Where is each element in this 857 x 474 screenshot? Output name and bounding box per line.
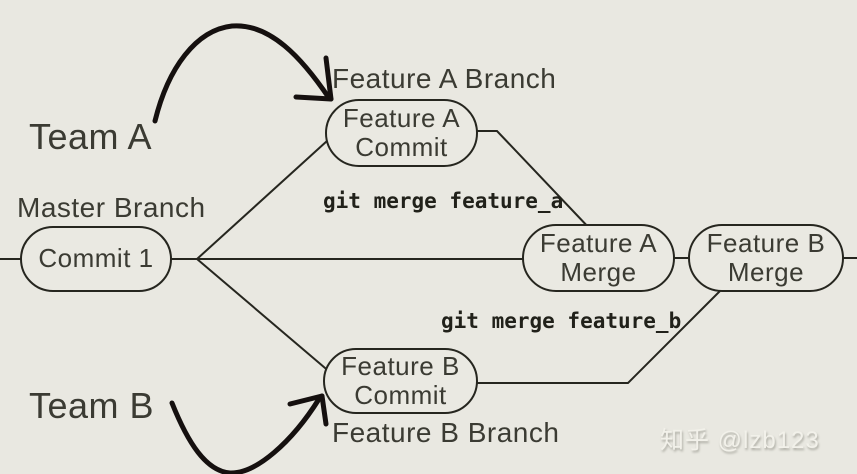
feature-a-branch-label: Feature A Branch xyxy=(332,63,557,94)
node-feature-b-commit: Feature B Commit xyxy=(323,348,478,414)
node-feature-a-merge: Feature A Merge xyxy=(522,224,675,292)
team-a-arrow-icon xyxy=(152,23,334,124)
node-feature-b-merge: Feature B Merge xyxy=(688,224,844,292)
team-b-arrow-icon xyxy=(169,393,329,474)
node-feature-b-commit-label: Feature B Commit xyxy=(341,350,460,410)
node-feature-a-commit-label: Feature A Commit xyxy=(342,102,461,162)
git-merge-feature-b-label: git merge feature_b xyxy=(441,309,682,333)
node-feature-a-merge-label: Feature A Merge xyxy=(539,227,658,287)
branch-line-to-feature-b-commit xyxy=(196,258,339,380)
merge-line-feature-b xyxy=(470,287,724,384)
node-feature-b-merge-label: Feature B Merge xyxy=(706,227,826,287)
merge-line-feature-a xyxy=(470,130,593,232)
master-branch-label: Master Branch xyxy=(17,192,206,223)
node-feature-a-commit: Feature A Commit xyxy=(325,99,478,167)
node-commit-1-label: Commit 1 xyxy=(38,243,154,274)
git-merge-feature-a-label: git merge feature_a xyxy=(323,189,564,213)
feature-b-branch-label: Feature B Branch xyxy=(332,417,560,448)
team-a-label: Team A xyxy=(29,116,153,157)
zhihu-watermark: 知乎 @lzb123 xyxy=(660,427,820,454)
team-b-label: Team B xyxy=(29,385,155,426)
node-commit-1: Commit 1 xyxy=(20,226,172,292)
branch-line-to-feature-a-commit xyxy=(196,130,339,260)
